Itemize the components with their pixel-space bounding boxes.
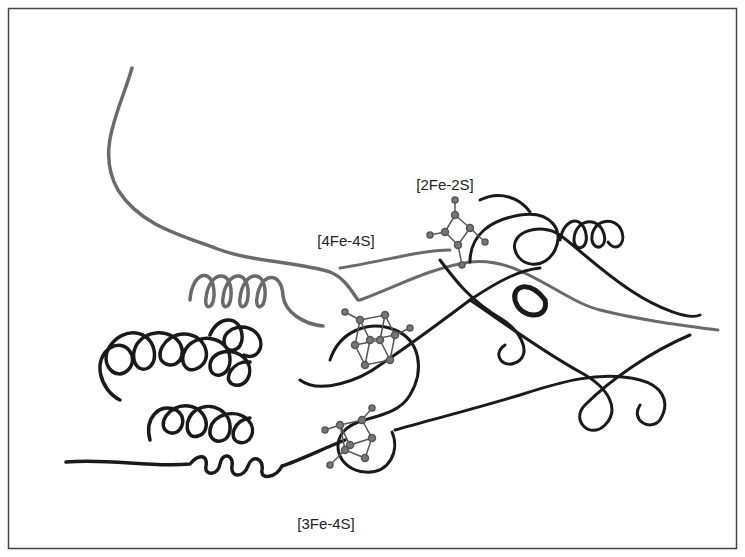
black-helix <box>560 221 623 248</box>
black-loop <box>440 260 524 364</box>
frame <box>9 9 737 549</box>
black-tail <box>66 440 345 476</box>
fe-s-cluster <box>342 309 413 369</box>
fe-s-cluster <box>427 197 488 268</box>
cluster-label: [4Fe-4S] <box>315 232 377 250</box>
grey-strand <box>360 261 718 330</box>
fe-s-cluster <box>322 405 376 468</box>
black-coil <box>149 406 253 443</box>
cluster-label: [2Fe-2S] <box>414 176 476 194</box>
black-loop <box>515 287 546 315</box>
black-coil <box>210 320 261 356</box>
black-loop <box>480 196 530 212</box>
black-strand <box>395 376 665 430</box>
grey-helix <box>190 275 323 326</box>
black-loop <box>470 214 700 316</box>
grey-strand <box>340 250 450 268</box>
black-strand <box>300 268 540 386</box>
black-coil <box>100 333 250 400</box>
cluster-label: [3Fe-4S] <box>295 515 357 533</box>
grey-loop <box>109 68 358 300</box>
